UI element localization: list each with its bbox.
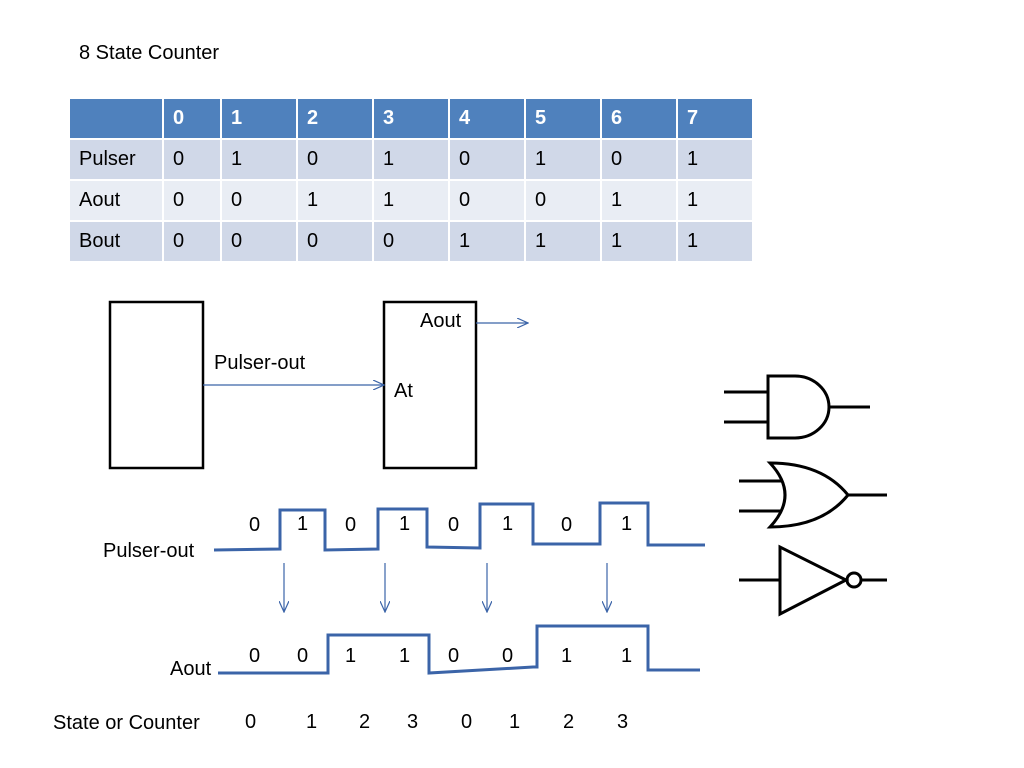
row-label: Pulser (68, 138, 164, 181)
row-label: Aout (68, 179, 164, 222)
table-cell: 0 (220, 220, 298, 263)
counter-value: 2 (359, 711, 370, 733)
table-header-cell (68, 97, 164, 140)
aout-bit: 0 (249, 645, 260, 667)
aout-bit: 1 (621, 645, 632, 667)
table-cell: 1 (676, 179, 754, 222)
counter-value: 1 (306, 711, 317, 733)
table-cell: 1 (524, 220, 602, 263)
table-header-cell: 0 (162, 97, 222, 140)
table-header-cell: 5 (524, 97, 602, 140)
table-cell: 1 (296, 179, 374, 222)
state-table: 0 1 2 3 4 5 6 7 Pulser 0 1 0 1 0 1 0 1 A… (68, 97, 754, 263)
table-cell: 1 (448, 220, 526, 263)
table-row: Pulser 0 1 0 1 0 1 0 1 (68, 138, 754, 181)
aout-bit: 0 (502, 645, 513, 667)
table-header-cell: 4 (448, 97, 526, 140)
counter-value: 2 (563, 711, 574, 733)
aout-bit: 1 (345, 645, 356, 667)
table-cell: 0 (524, 179, 602, 222)
at-input-label: At (394, 380, 413, 402)
pulser-bit: 1 (297, 513, 308, 535)
table-cell: 0 (600, 138, 678, 181)
pulser-bit: 1 (502, 513, 513, 535)
table-cell: 1 (220, 138, 298, 181)
table-header-cell: 7 (676, 97, 754, 140)
pulser-out-signal-label: Pulser-out (103, 540, 195, 562)
table-header-cell: 1 (220, 97, 298, 140)
aout-output-label: Aout (420, 310, 462, 332)
counter-value: 3 (617, 711, 628, 733)
table-header-cell: 3 (372, 97, 450, 140)
table-row: Aout 0 0 1 1 0 0 1 1 (68, 179, 754, 222)
table-cell: 0 (372, 220, 450, 263)
pulser-block (108, 300, 205, 470)
table-cell: 0 (296, 220, 374, 263)
aout-bit: 0 (448, 645, 459, 667)
and-gate-icon (724, 374, 870, 440)
pulser-out-label: Pulser-out (214, 352, 306, 374)
table-cell: 1 (372, 179, 450, 222)
table-cell: 0 (162, 220, 222, 263)
aout-bit: 0 (297, 645, 308, 667)
table-cell: 0 (162, 179, 222, 222)
table-cell: 1 (676, 220, 754, 263)
table-cell: 0 (448, 138, 526, 181)
table-cell: 1 (372, 138, 450, 181)
table-cell: 1 (600, 220, 678, 263)
counter-label: State or Counter (53, 712, 200, 734)
or-gate-icon (739, 461, 887, 529)
table-header-cell: 6 (600, 97, 678, 140)
row-label: Bout (68, 220, 164, 263)
pulser-bit: 0 (561, 514, 572, 536)
page-title: 8 State Counter (79, 42, 220, 64)
pulser-bit: 1 (399, 513, 410, 535)
not-gate-icon (739, 544, 887, 617)
table-cell: 0 (448, 179, 526, 222)
aout-bit: 1 (561, 645, 572, 667)
counter-value: 0 (461, 711, 472, 733)
counter-value: 1 (509, 711, 520, 733)
pulser-bit: 0 (345, 514, 356, 536)
table-cell: 0 (220, 179, 298, 222)
counter-value: 3 (407, 711, 418, 733)
pulser-out-waveform (213, 501, 705, 552)
pulser-bit: 1 (621, 513, 632, 535)
pulser-bit: 0 (448, 514, 459, 536)
counter-value: 0 (245, 711, 256, 733)
table-header-row: 0 1 2 3 4 5 6 7 (68, 97, 754, 140)
aout-waveform (218, 624, 700, 675)
aout-bit: 1 (399, 645, 410, 667)
table-cell: 1 (676, 138, 754, 181)
pulser-bit: 0 (249, 514, 260, 536)
table-cell: 1 (600, 179, 678, 222)
table-cell: 1 (524, 138, 602, 181)
table-cell: 0 (162, 138, 222, 181)
table-row: Bout 0 0 0 0 1 1 1 1 (68, 220, 754, 263)
table-header-cell: 2 (296, 97, 374, 140)
table-cell: 0 (296, 138, 374, 181)
aout-signal-label: Aout (170, 658, 212, 680)
